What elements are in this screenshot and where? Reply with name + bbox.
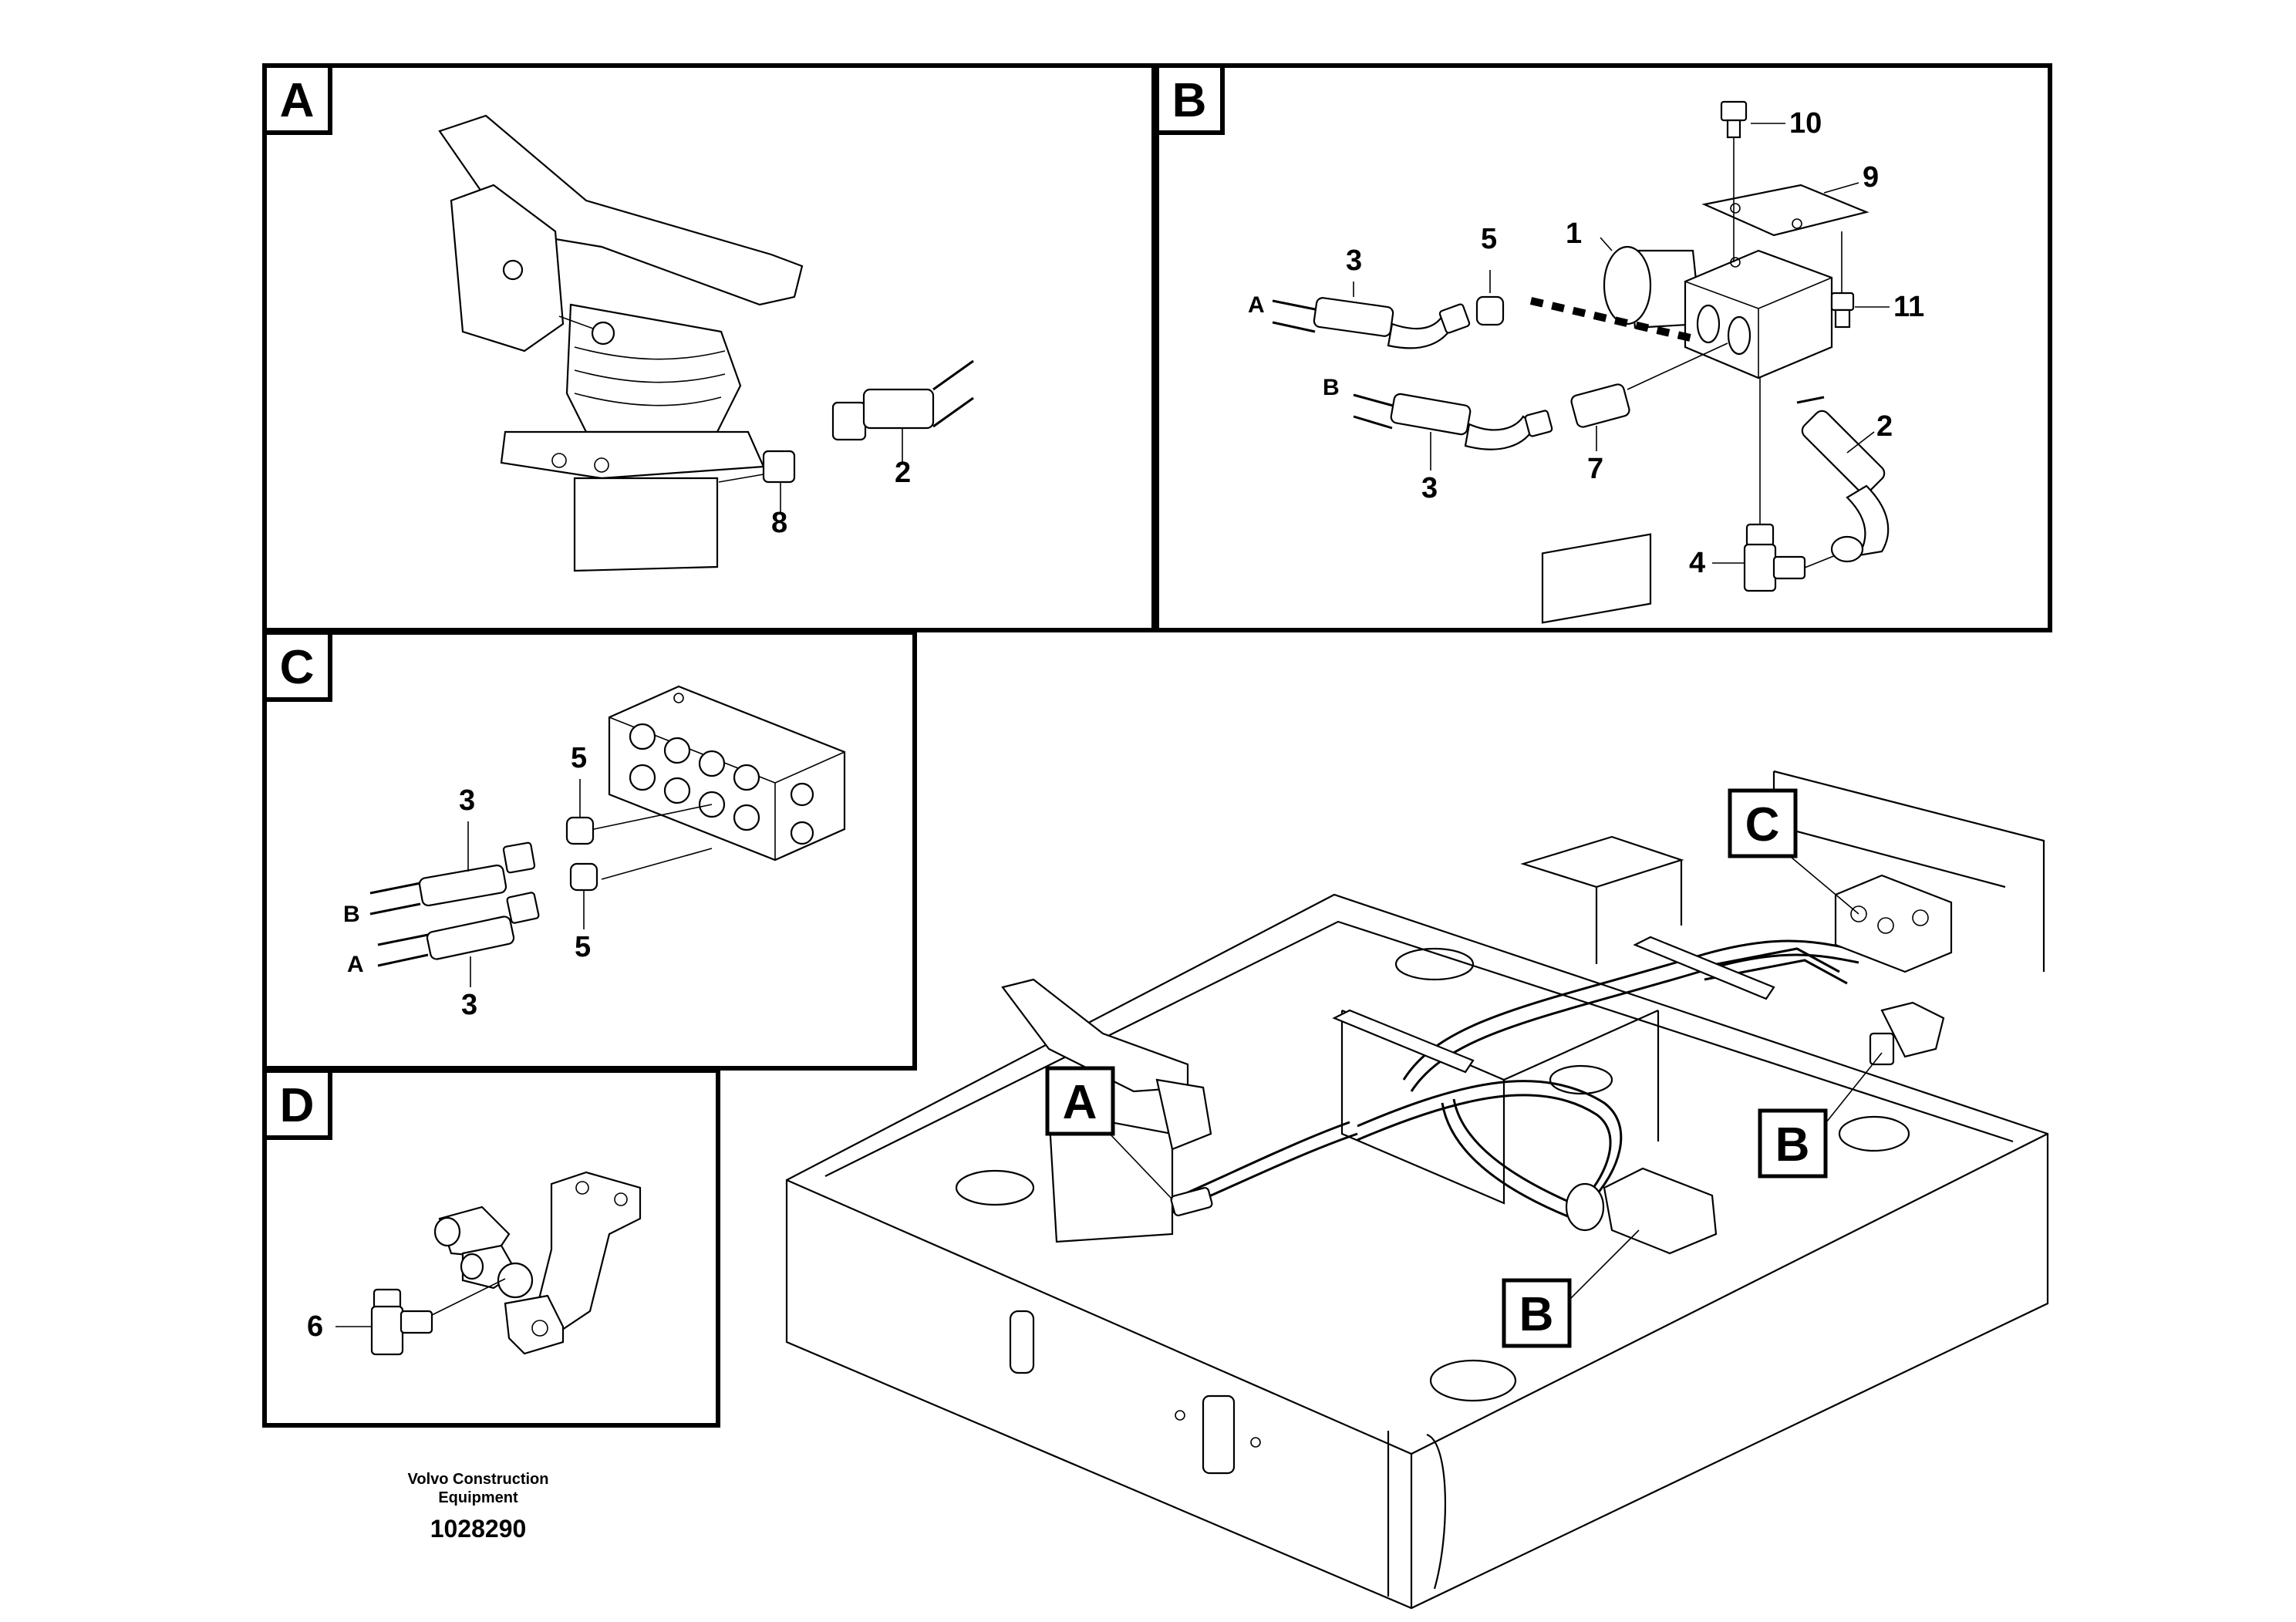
panel-b-letter: B [1172, 74, 1207, 127]
panel-a-letter: A [280, 74, 315, 127]
adapter-5-upper [565, 816, 595, 845]
callout-3-upper: 3 [1346, 244, 1362, 277]
bolt-10 [1720, 100, 1748, 122]
callout-2: 2 [895, 457, 911, 489]
callout-5-lower-c: 5 [575, 931, 591, 963]
port-b-label: B [1323, 375, 1340, 400]
adapter-8 [762, 450, 796, 484]
port-a-label-c: A [347, 952, 364, 977]
overview-hoses [1170, 874, 1953, 1255]
overview-tag-c-label: C [1745, 798, 1780, 851]
port-a-label: A [1248, 292, 1265, 318]
overview-tag-a-label: A [1063, 1076, 1097, 1129]
panel-d-frame [262, 1068, 720, 1428]
hose-3b-ferrule [1390, 393, 1472, 436]
overview-tag-b-center[interactable] [1502, 1278, 1572, 1348]
footer-company-line2: Equipment [438, 1489, 518, 1506]
overview-tag-b-right-label: B [1775, 1118, 1810, 1172]
hose-3-lower [426, 916, 515, 960]
elbow-fitting-6 [370, 1288, 433, 1356]
callout-7: 7 [1587, 453, 1603, 485]
hose-3-upper [418, 864, 507, 907]
callout-4: 4 [1689, 547, 1705, 579]
overview-frame [785, 533, 2049, 1610]
callout-2-b: 2 [1876, 410, 1893, 443]
adapter-7 [1570, 383, 1630, 428]
callout-8: 8 [771, 507, 787, 539]
panel-c-letter-box [262, 630, 332, 702]
panel-c: C B A [262, 630, 917, 1071]
overview-tag-a[interactable] [1045, 1066, 1115, 1136]
adapter-5 [1475, 295, 1505, 326]
panel-a: A 8 2 [262, 63, 1156, 632]
panel-c-frame [262, 630, 917, 1071]
callout-5: 5 [1481, 223, 1497, 255]
distribution-block-icon [608, 685, 846, 862]
callout-6: 6 [307, 1310, 323, 1343]
panel-b-frame [1155, 63, 2052, 632]
footer-company-line1: Volvo Construction [408, 1471, 549, 1488]
bracket-icon [433, 1171, 642, 1355]
bolt-11 [1830, 292, 1855, 312]
port-b-label-c: B [343, 902, 360, 927]
panel-b: B 10 9 11 1 [1155, 63, 2052, 632]
overview-tag-c[interactable] [1728, 788, 1798, 858]
footer: Volvo Construction Equipment 1028290 [408, 1471, 549, 1543]
overview-tags: A C B B [1045, 788, 1883, 1348]
hydraulic-valve-icon [1603, 184, 1870, 379]
panel-c-letter: C [280, 641, 315, 694]
callout-3-lower-c: 3 [461, 989, 477, 1021]
hose-assembly-a [718, 359, 974, 484]
callout-1: 1 [1566, 218, 1582, 250]
hose-3a-ferrule [1313, 297, 1394, 337]
elbow-fitting-icon [1743, 523, 1806, 592]
panel-a-letter-box [262, 63, 332, 135]
drawing-number: 1028290 [430, 1515, 527, 1543]
panel-d: D 6 [262, 1068, 720, 1428]
callout-3-upper-c: 3 [459, 784, 475, 817]
panel-b-letter-box [1155, 63, 1225, 135]
foot-pedal-icon [438, 114, 804, 572]
callout-3-lower: 3 [1421, 472, 1438, 504]
overview-tag-b-right[interactable] [1758, 1108, 1828, 1179]
callout-9: 9 [1863, 161, 1879, 194]
hose-2-ferrule [862, 388, 935, 430]
callout-11: 11 [1893, 291, 1924, 323]
callout-10: 10 [1789, 107, 1822, 140]
overview-tag-b-center-label: B [1519, 1288, 1554, 1341]
callout-5-upper-c: 5 [571, 742, 587, 774]
panel-d-letter: D [280, 1079, 315, 1132]
panel-d-letter-box [262, 1068, 332, 1140]
adapter-5-lower [569, 862, 598, 892]
hose-2-ferrule-b [1801, 410, 1886, 494]
